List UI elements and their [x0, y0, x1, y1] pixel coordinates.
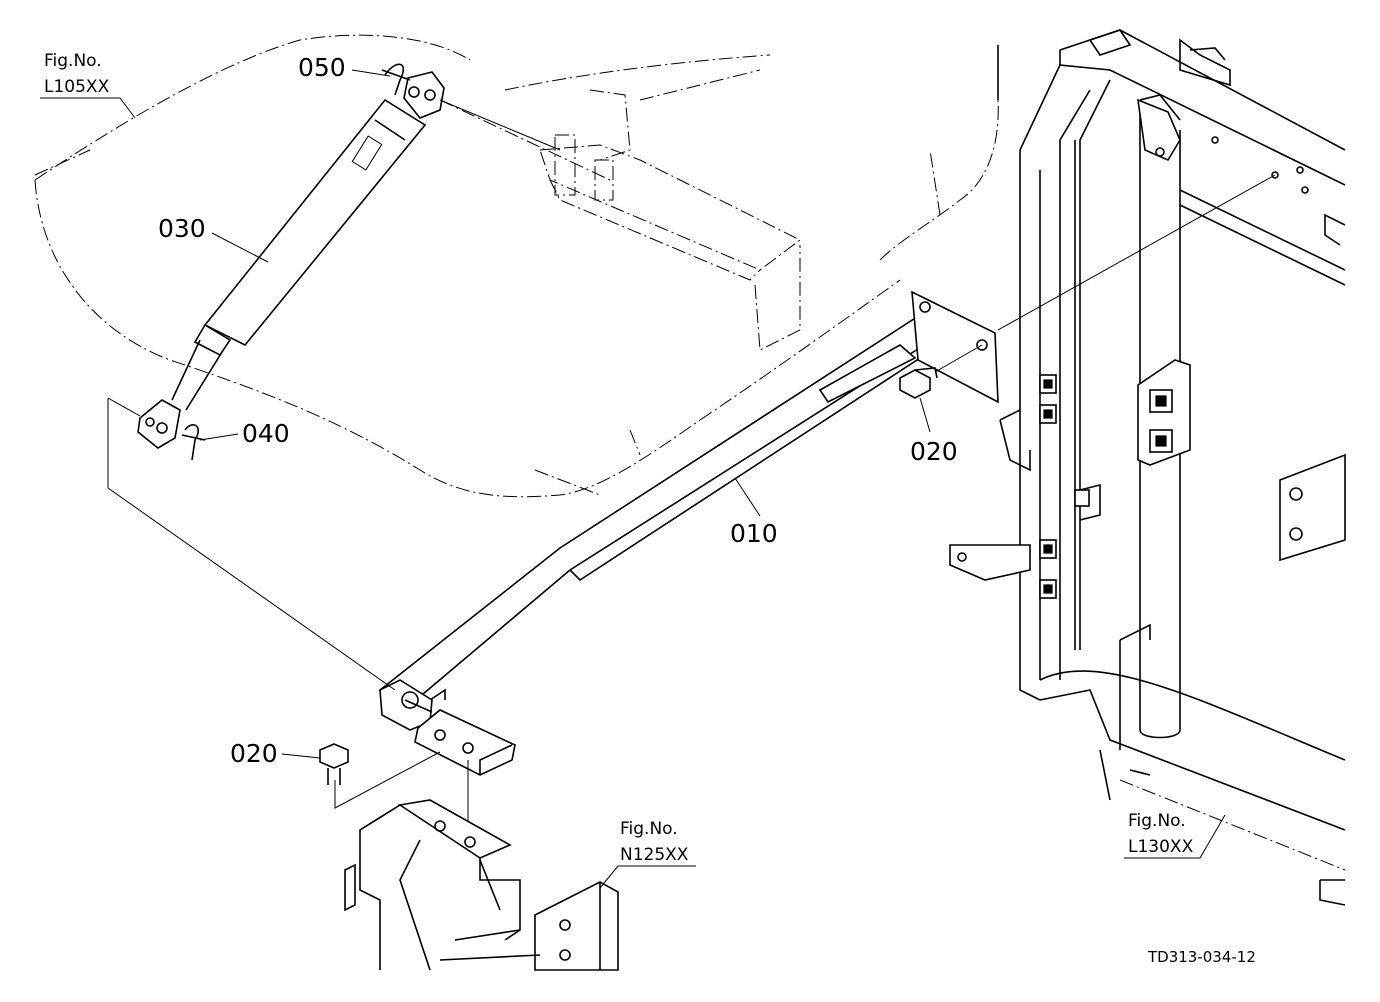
callout-020-upper: 020 — [910, 397, 958, 466]
gas-strut — [137, 71, 445, 449]
cab-frame — [949, 29, 1346, 906]
callout-020-lower-label: 020 — [230, 739, 278, 768]
callout-020-lower: 020 — [230, 739, 321, 768]
alignment-lines — [107, 99, 1276, 830]
callout-010: 010 — [730, 477, 778, 548]
figure-ref-n125-code: N125XX — [620, 845, 689, 865]
lower-frame — [344, 799, 619, 971]
callout-030-label: 030 — [158, 214, 206, 243]
stay-bar — [378, 290, 999, 776]
callout-020-upper-label: 020 — [910, 437, 958, 466]
figure-ref-n125-label: Fig.No. — [620, 819, 678, 839]
figure-ref-l130: Fig.No. L130XX — [1124, 811, 1226, 859]
callout-040: 040 — [199, 419, 290, 448]
callout-050: 050 — [298, 53, 391, 82]
snap-pins — [181, 63, 411, 461]
callout-030: 030 — [158, 214, 269, 263]
callout-010-label: 010 — [730, 519, 778, 548]
drawing-code: TD313-034-12 — [1147, 948, 1256, 966]
figure-ref-l105-code: L105XX — [44, 77, 110, 97]
callout-050-label: 050 — [298, 53, 346, 82]
figure-ref-l105-label: Fig.No. — [44, 51, 102, 71]
figure-ref-n125: Fig.No. N125XX — [599, 819, 696, 889]
figure-ref-l130-label: Fig.No. — [1128, 811, 1186, 831]
figure-ref-l105: Fig.No. L105XX — [40, 51, 136, 119]
seat-frame-bracket — [439, 69, 801, 351]
figure-ref-l130-code: L130XX — [1128, 837, 1194, 857]
phantom-outlines — [34, 34, 999, 498]
bolts — [319, 367, 938, 785]
callout-040-label: 040 — [242, 419, 290, 448]
